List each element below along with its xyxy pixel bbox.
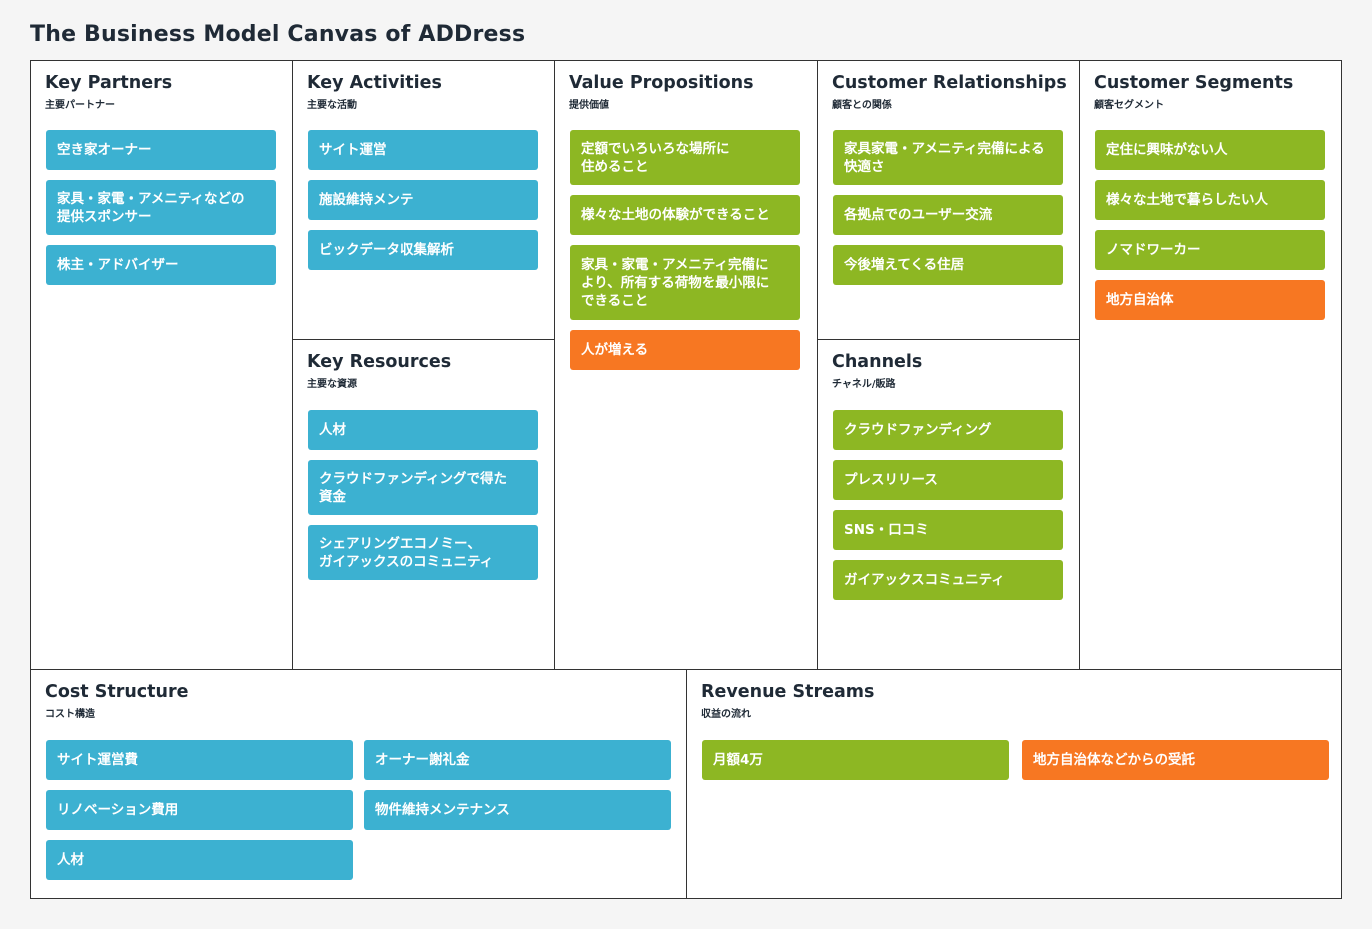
card-crowdfunding: クラウドファンディング xyxy=(833,410,1063,450)
section-subtitle: コスト構造 xyxy=(45,709,95,720)
section-title: Channels xyxy=(832,352,923,372)
section-subtitle: 提供価値 xyxy=(569,100,609,111)
section-channels: Channels チャネル/販路 クラウドファンディング プレスリリース SNS… xyxy=(818,340,1080,670)
card-gaiax-community: ガイアックスコミュニティ xyxy=(833,560,1063,600)
card-user-exchange: 各拠点でのユーザー交流 xyxy=(833,195,1063,235)
section-title: Customer Relationships xyxy=(832,73,1067,93)
card-various-places: 様々な土地で暮らしたい人 xyxy=(1095,180,1325,220)
section-key-activities: Key Activities 主要な活動 サイト運営 施設維持メンテ ビックデー… xyxy=(293,61,555,340)
card-site-operating-cost: サイト運営費 xyxy=(46,740,353,780)
card-vacant-house-owner: 空き家オーナー xyxy=(46,130,276,170)
section-title: Key Activities xyxy=(307,73,442,93)
card-sns-word-of-mouth: SNS・口コミ xyxy=(833,510,1063,550)
section-key-resources: Key Resources 主要な資源 人材 クラウドファンディングで得た 資金… xyxy=(293,340,555,670)
section-customer-segments: Customer Segments 顧客セグメント 定住に興味がない人 様々な土… xyxy=(1080,61,1341,670)
section-subtitle: 主要な活動 xyxy=(307,100,357,111)
section-subtitle: 顧客セグメント xyxy=(1094,100,1164,111)
card-comfort: 家具家電・アメニティ完備による 快適さ xyxy=(833,130,1063,185)
card-local-experiences: 様々な土地の体験ができること xyxy=(570,195,800,235)
canvas-title: The Business Model Canvas of ADDress xyxy=(30,22,526,47)
section-title: Cost Structure xyxy=(45,682,189,702)
card-flat-rate-living: 定額でいろいろな場所に 住めること xyxy=(570,130,800,185)
section-cost-structure: Cost Structure コスト構造 サイト運営費 オーナー謝礼金 リノベー… xyxy=(31,670,687,898)
section-title: Key Resources xyxy=(307,352,452,372)
card-more-people: 人が増える xyxy=(570,330,800,370)
card-site-operation: サイト運営 xyxy=(308,130,538,170)
section-title: Customer Segments xyxy=(1094,73,1294,93)
section-subtitle: 主要な資源 xyxy=(307,379,357,390)
card-nomad-worker: ノマドワーカー xyxy=(1095,230,1325,270)
section-customer-relationships: Customer Relationships 顧客との関係 家具家電・アメニティ… xyxy=(818,61,1080,340)
section-title: Value Propositions xyxy=(569,73,754,93)
card-government-contract: 地方自治体などからの受託 xyxy=(1022,740,1329,780)
card-press-release: プレスリリース xyxy=(833,460,1063,500)
card-growing-residences: 今後増えてくる住居 xyxy=(833,245,1063,285)
card-big-data-analysis: ビックデータ収集解析 xyxy=(308,230,538,270)
section-subtitle: 顧客との関係 xyxy=(832,100,892,111)
card-crowdfunding-capital: クラウドファンディングで得た 資金 xyxy=(308,460,538,515)
card-owner-reward: オーナー謝礼金 xyxy=(364,740,671,780)
card-sharing-economy-community: シェアリングエコノミー、 ガイアックスのコミュニティ xyxy=(308,525,538,580)
card-shareholders-advisors: 株主・アドバイザー xyxy=(46,245,276,285)
card-furniture-sponsor: 家具・家電・アメニティなどの 提供スポンサー xyxy=(46,180,276,235)
section-revenue-streams: Revenue Streams 収益の流れ 月額4万 地方自治体などからの受託 xyxy=(687,670,1341,898)
section-subtitle: チャネル/販路 xyxy=(832,379,896,390)
card-human-resources: 人材 xyxy=(308,410,538,450)
card-not-settled: 定住に興味がない人 xyxy=(1095,130,1325,170)
card-minimal-belongings: 家具・家電・アメニティ完備に より、所有する荷物を最小限に できること xyxy=(570,245,800,320)
section-key-partners: Key Partners 主要パートナー 空き家オーナー 家具・家電・アメニティ… xyxy=(31,61,293,670)
card-local-government: 地方自治体 xyxy=(1095,280,1325,320)
section-title: Revenue Streams xyxy=(701,682,875,702)
business-model-canvas: Key Partners 主要パートナー 空き家オーナー 家具・家電・アメニティ… xyxy=(30,60,1342,899)
card-monthly-fee: 月額4万 xyxy=(702,740,1009,780)
section-value-propositions: Value Propositions 提供価値 定額でいろいろな場所に 住めるこ… xyxy=(555,61,818,670)
section-subtitle: 収益の流れ xyxy=(701,709,751,720)
card-property-maintenance: 物件維持メンテナンス xyxy=(364,790,671,830)
card-facility-maintenance: 施設維持メンテ xyxy=(308,180,538,220)
section-subtitle: 主要パートナー xyxy=(45,100,115,111)
card-personnel: 人材 xyxy=(46,840,353,880)
card-renovation-cost: リノベーション費用 xyxy=(46,790,353,830)
section-title: Key Partners xyxy=(45,73,173,93)
